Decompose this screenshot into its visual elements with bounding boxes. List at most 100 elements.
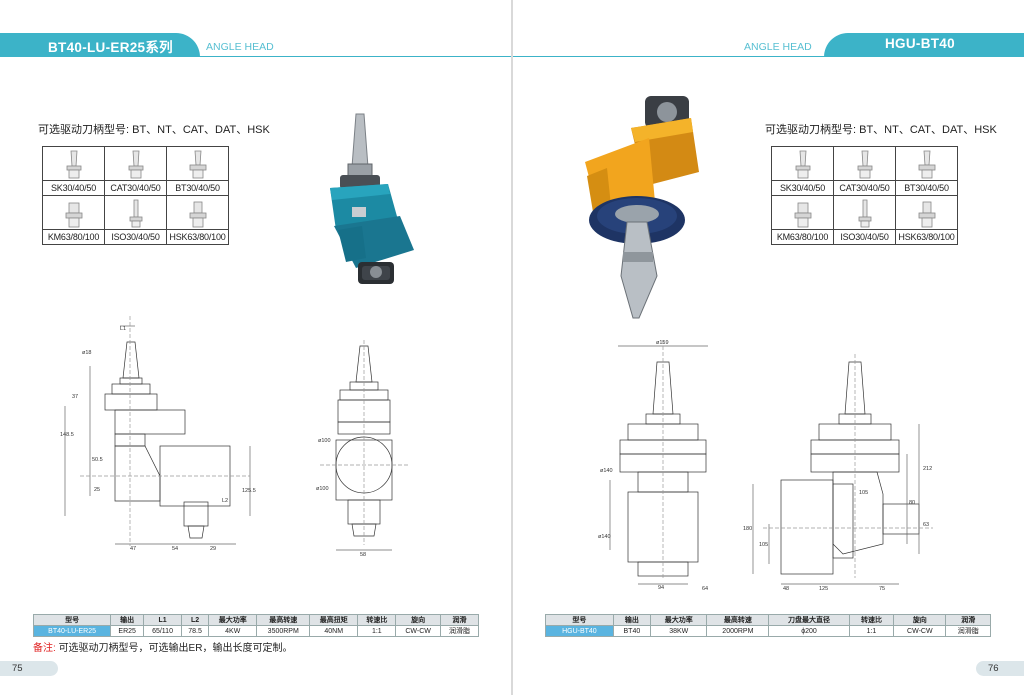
dim-47: 47 [130, 546, 136, 552]
dim-d159: ø159 [656, 340, 669, 346]
spec-cell: 3500RPM [256, 625, 311, 637]
spec-cell: 38KW [649, 625, 708, 637]
spec-header: 型号 [32, 614, 112, 626]
shank-thumb-cat [833, 146, 896, 181]
dim-l2: L2 [222, 498, 228, 504]
spec-header: 最高转速 [256, 614, 311, 626]
right-header: ANGLE HEAD HGU-BT40 [513, 33, 1024, 57]
spec-header: 润滑 [945, 614, 991, 626]
dim-505: 50.5 [92, 457, 103, 463]
shank-thumb-cat [104, 146, 167, 181]
shank-label: KM63/80/100 [771, 229, 834, 245]
dim-d140b: ø140 [598, 534, 611, 540]
spec-cell: 润滑脂 [945, 625, 991, 637]
spec-header: 旋向 [893, 614, 947, 626]
left-drawing-front: 58 ø100 ø100 [316, 340, 410, 558]
right-page-number: 76 [976, 661, 1024, 676]
shank-label: KM63/80/100 [42, 229, 105, 245]
right-shank-caption: 可选驱动刀柄型号: BT、NT、CAT、DAT、HSK [765, 124, 997, 136]
dim-58: 58 [360, 552, 366, 558]
shank-label: SK30/40/50 [42, 180, 105, 196]
left-note: 备注: 可选驱动刀柄型号，可选输出ER，输出长度可定制。 [33, 639, 292, 654]
dim-d140: ø140 [600, 468, 613, 474]
spec-header: L1 [143, 614, 182, 626]
angle-head-photo [330, 113, 414, 284]
right-header-band [824, 33, 1024, 57]
spec-cell: CW-CW [395, 625, 441, 637]
dim-1485: 148.5 [60, 432, 74, 438]
left-drawing-side: L1 ø18 L2 47 54 29 125.5 148.5 50.5 25 3… [60, 316, 256, 552]
dim-54: 54 [172, 546, 178, 552]
right-spec-table: 型号 输出 最大功率 最高转速 刀盘最大直径 转速比 旋向 润滑 HGU-BT4… [545, 614, 991, 637]
spec-header: 润滑 [439, 614, 480, 626]
dim-d80: 80 [909, 500, 915, 506]
spec-data-row: BT40-LU-ER25 ER25 65/110 78.5 4KW 3500RP… [32, 625, 480, 637]
left-header-rule [196, 56, 511, 57]
right-drawing-side: 212 80 63 180 105 48 125 75 105 [743, 354, 933, 592]
dim-d64: 64 [702, 586, 708, 590]
dim-d94: 94 [658, 585, 664, 590]
spec-header: 转速比 [848, 614, 895, 626]
spec-header-row: 型号 输出 L1 L2 最大功率 最高转速 最高扭矩 转速比 旋向 润滑 [32, 614, 480, 626]
spec-header: 最高扭矩 [309, 614, 359, 626]
dim-l1: L1 [120, 326, 126, 332]
hgu-photo [585, 96, 699, 319]
shank-label: CAT30/40/50 [104, 180, 167, 196]
dim-1255: 125.5 [242, 488, 256, 494]
shank-thumb-iso [104, 195, 167, 230]
shank-label: CAT30/40/50 [833, 180, 896, 196]
spec-cell-model: HGU-BT40 [545, 625, 614, 637]
dim-37: 37 [72, 394, 78, 400]
spec-cell: 40NM [309, 625, 359, 637]
spec-header: 输出 [612, 614, 651, 626]
spec-header: 旋向 [395, 614, 441, 626]
shank-label: HSK63/80/100 [895, 229, 958, 245]
dim-29: 29 [210, 546, 216, 552]
spec-header: 型号 [545, 614, 614, 626]
spec-cell: ϕ200 [768, 625, 850, 637]
spec-header: 最大功率 [649, 614, 708, 626]
note-label: 备注: [33, 643, 56, 654]
shank-thumb-iso [833, 195, 896, 230]
shank-thumb-km [771, 195, 834, 230]
left-page: BT40-LU-ER25系列 ANGLE HEAD 可选驱动刀柄型号: BT、N… [0, 0, 511, 695]
spec-header: 刀盘最大直径 [768, 614, 850, 626]
left-header-title: BT40-LU-ER25系列 [48, 40, 173, 55]
dim-d105b: 105 [859, 490, 868, 496]
dim-d105: 105 [759, 542, 768, 548]
right-header-title: HGU-BT40 [885, 36, 955, 51]
shank-thumb-bt [895, 146, 958, 181]
spec-cell: 1:1 [357, 625, 397, 637]
dim-d125: 125 [819, 586, 828, 592]
left-header-band [0, 33, 200, 57]
shank-label: BT30/40/50 [895, 180, 958, 196]
spec-cell: ER25 [110, 625, 145, 637]
spec-header: 最高转速 [706, 614, 770, 626]
dim-d48: 48 [783, 586, 789, 592]
left-page-number: 75 [0, 661, 58, 676]
spec-cell: BT40 [612, 625, 651, 637]
spec-header: 转速比 [357, 614, 397, 626]
right-drawing-front: ø159 ø140 ø140 94 64 [598, 340, 708, 590]
spec-cell: 78.5 [180, 625, 210, 637]
book-spine [511, 0, 513, 695]
right-shank-grid: SK30/40/50 CAT30/40/50 BT30/40/50 KM63/8… [771, 146, 958, 245]
dim-d180: 180 [743, 526, 752, 532]
shank-thumb-sk [771, 146, 834, 181]
shank-thumb-sk [42, 146, 105, 181]
shank-label: SK30/40/50 [771, 180, 834, 196]
dim-d18: ø18 [82, 350, 91, 356]
spec-cell: 润滑脂 [439, 625, 480, 637]
spec-data-row: HGU-BT40 BT40 38KW 2000RPM ϕ200 1:1 CW-C… [545, 625, 991, 637]
left-spec-table: 型号 输出 L1 L2 最大功率 最高转速 最高扭矩 转速比 旋向 润滑 BT4… [32, 614, 480, 637]
note-text: 可选驱动刀柄型号，可选输出ER，输出长度可定制。 [58, 643, 293, 654]
right-header-subtitle: ANGLE HEAD [744, 41, 812, 53]
spec-header: 最大功率 [208, 614, 258, 626]
spec-cell: 65/110 [143, 625, 182, 637]
shank-thumb-hsk [895, 195, 958, 230]
shank-thumb-bt [166, 146, 229, 181]
dim-d212: 212 [923, 466, 932, 472]
right-page: ANGLE HEAD HGU-BT40 可选驱动刀柄型号: BT、NT、CAT、… [513, 0, 1024, 695]
shank-thumb-hsk [166, 195, 229, 230]
spec-cell: 1:1 [848, 625, 895, 637]
